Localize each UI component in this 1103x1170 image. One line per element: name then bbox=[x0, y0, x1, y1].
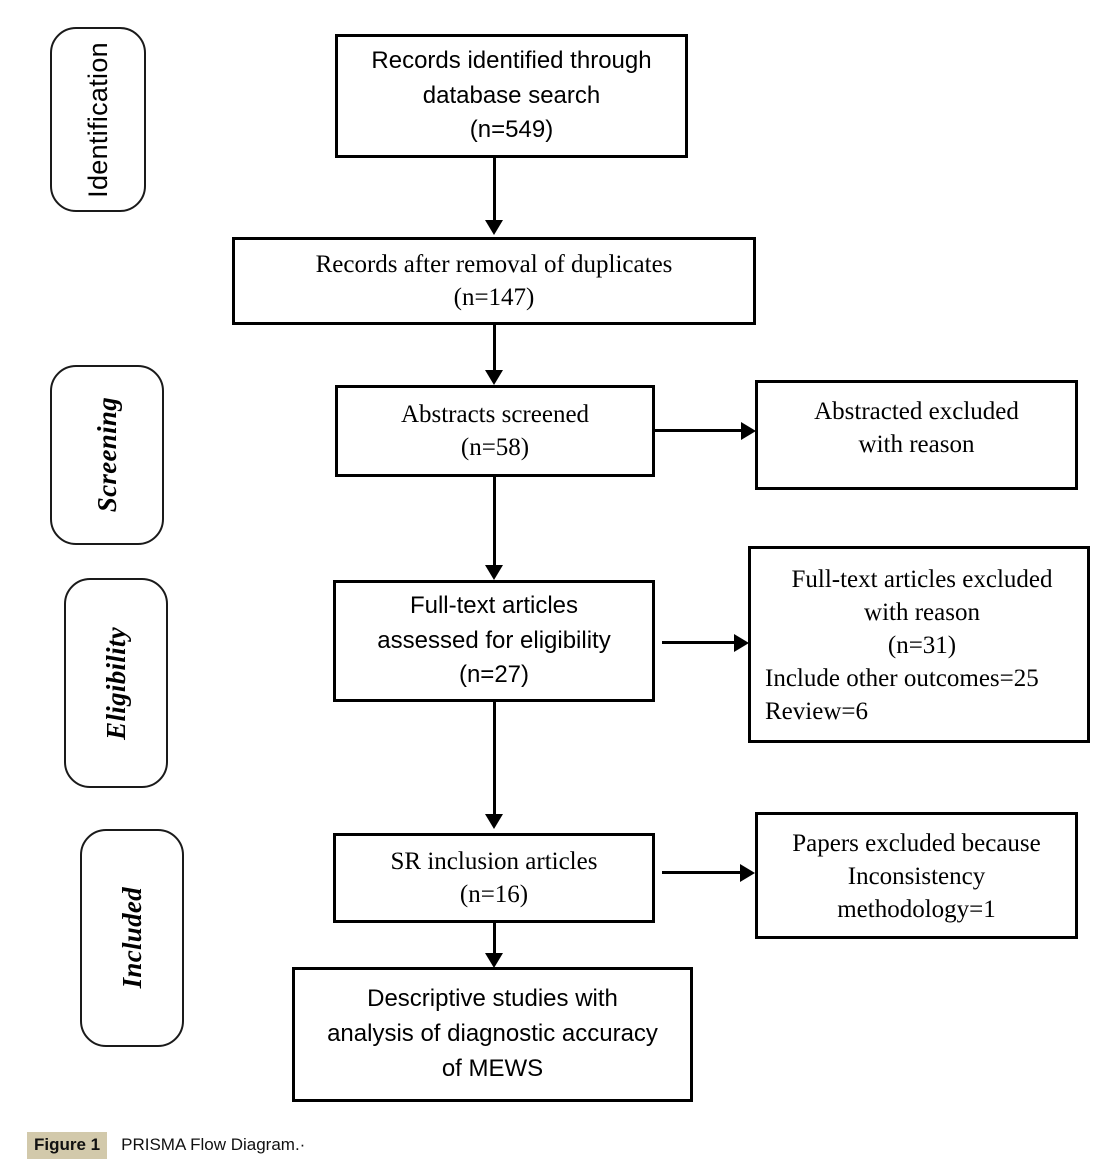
box-records-identified: Records identified through database sear… bbox=[335, 34, 688, 158]
box-descriptive-studies-line3: of MEWS bbox=[441, 1054, 544, 1082]
box-abstracts-screened-line2: (n=58) bbox=[460, 434, 530, 461]
arrowhead-abstracts-to-fulltext bbox=[485, 565, 503, 580]
box-descriptive-studies-line1: Descriptive studies with bbox=[367, 985, 618, 1013]
box-sr-inclusion-line2: (n=16) bbox=[459, 881, 529, 908]
connector-sr-to-descriptive bbox=[493, 923, 496, 953]
box-fulltext-assessed-line3: (n=27) bbox=[458, 661, 530, 689]
connector-fulltext-to-sr bbox=[493, 702, 496, 814]
box-fulltext-assessed: Full-text articles assessed for eligibil… bbox=[333, 580, 655, 702]
box-fulltext-assessed-line2: assessed for eligibility bbox=[377, 626, 611, 654]
box-records-after-duplicates-line1: Records after removal of duplicates bbox=[315, 251, 673, 278]
box-fulltext-excluded-line1: Full-text articles excluded bbox=[791, 566, 1053, 593]
box-sr-inclusion: SR inclusion articles (n=16) bbox=[333, 833, 655, 923]
stage-label-screening: Screening bbox=[50, 365, 164, 545]
box-abstracts-screened: Abstracts screened (n=58) bbox=[335, 385, 655, 477]
stage-label-screening-text: Screening bbox=[91, 397, 122, 513]
box-descriptive-studies-line2: analysis of diagnostic accuracy bbox=[327, 1020, 658, 1048]
stage-label-eligibility-text: Eligibility bbox=[100, 626, 131, 740]
box-abstracts-screened-line1: Abstracts screened bbox=[400, 401, 590, 428]
connector-duplicates-to-abstracts bbox=[493, 325, 496, 370]
arrowhead-sr-to-papers-excluded bbox=[740, 864, 755, 882]
box-fulltext-assessed-line1: Full-text articles bbox=[409, 591, 579, 619]
box-fulltext-excluded-line5: Review=6 bbox=[765, 698, 868, 725]
box-records-identified-line3: (n=549) bbox=[469, 116, 554, 144]
figure-caption: Figure 1 PRISMA Flow Diagram.· bbox=[0, 1120, 1103, 1170]
box-records-after-duplicates: Records after removal of duplicates (n=1… bbox=[232, 237, 756, 325]
box-records-identified-line1: Records identified through bbox=[371, 46, 652, 74]
stage-label-included-text: Included bbox=[116, 887, 147, 989]
box-fulltext-excluded-line3: (n=31) bbox=[887, 632, 957, 659]
prisma-flow-diagram: Identification Screening Eligibility Inc… bbox=[50, 27, 1090, 1102]
box-descriptive-studies: Descriptive studies with analysis of dia… bbox=[292, 967, 693, 1102]
box-papers-excluded-line2: Inconsistency bbox=[847, 863, 986, 890]
arrowhead-fulltext-to-sr bbox=[485, 814, 503, 829]
box-sr-inclusion-line1: SR inclusion articles bbox=[390, 848, 598, 875]
box-papers-excluded: Papers excluded because Inconsistency me… bbox=[755, 812, 1078, 939]
arrowhead-sr-to-descriptive bbox=[485, 953, 503, 968]
arrowhead-duplicates-to-abstracts bbox=[485, 370, 503, 385]
arrowhead-abstracts-to-excluded bbox=[741, 422, 756, 440]
box-abstracts-excluded-line2: with reason bbox=[858, 431, 975, 458]
box-fulltext-excluded-line2: with reason bbox=[864, 599, 980, 626]
box-records-after-duplicates-line2: (n=147) bbox=[453, 284, 535, 311]
stage-label-eligibility: Eligibility bbox=[64, 578, 168, 788]
connector-abstracts-to-excluded bbox=[655, 429, 741, 432]
box-fulltext-excluded-line4: Include other outcomes=25 bbox=[765, 665, 1039, 692]
box-abstracts-excluded-line1: Abstracted excluded bbox=[814, 398, 1019, 425]
connector-sr-to-papers-excluded bbox=[662, 871, 740, 874]
box-records-identified-line2: database search bbox=[422, 81, 601, 109]
stage-label-included: Included bbox=[80, 829, 184, 1047]
box-abstracts-excluded: Abstracted excluded with reason bbox=[755, 380, 1078, 490]
arrowhead-identified-to-duplicates bbox=[485, 220, 503, 235]
box-papers-excluded-line3: methodology=1 bbox=[837, 896, 996, 923]
connector-abstracts-to-fulltext bbox=[493, 477, 496, 565]
figure-caption-text: PRISMA Flow Diagram.· bbox=[121, 1135, 306, 1154]
stage-label-identification: Identification bbox=[50, 27, 146, 212]
arrowhead-fulltext-to-excluded bbox=[734, 634, 749, 652]
box-papers-excluded-line1: Papers excluded because bbox=[792, 830, 1041, 857]
connector-fulltext-to-excluded bbox=[662, 641, 734, 644]
figure-number-badge: Figure 1 bbox=[27, 1131, 108, 1159]
box-fulltext-excluded: Full-text articles excluded with reason … bbox=[748, 546, 1090, 743]
stage-label-identification-text: Identification bbox=[82, 41, 113, 198]
connector-identified-to-duplicates bbox=[493, 158, 496, 220]
